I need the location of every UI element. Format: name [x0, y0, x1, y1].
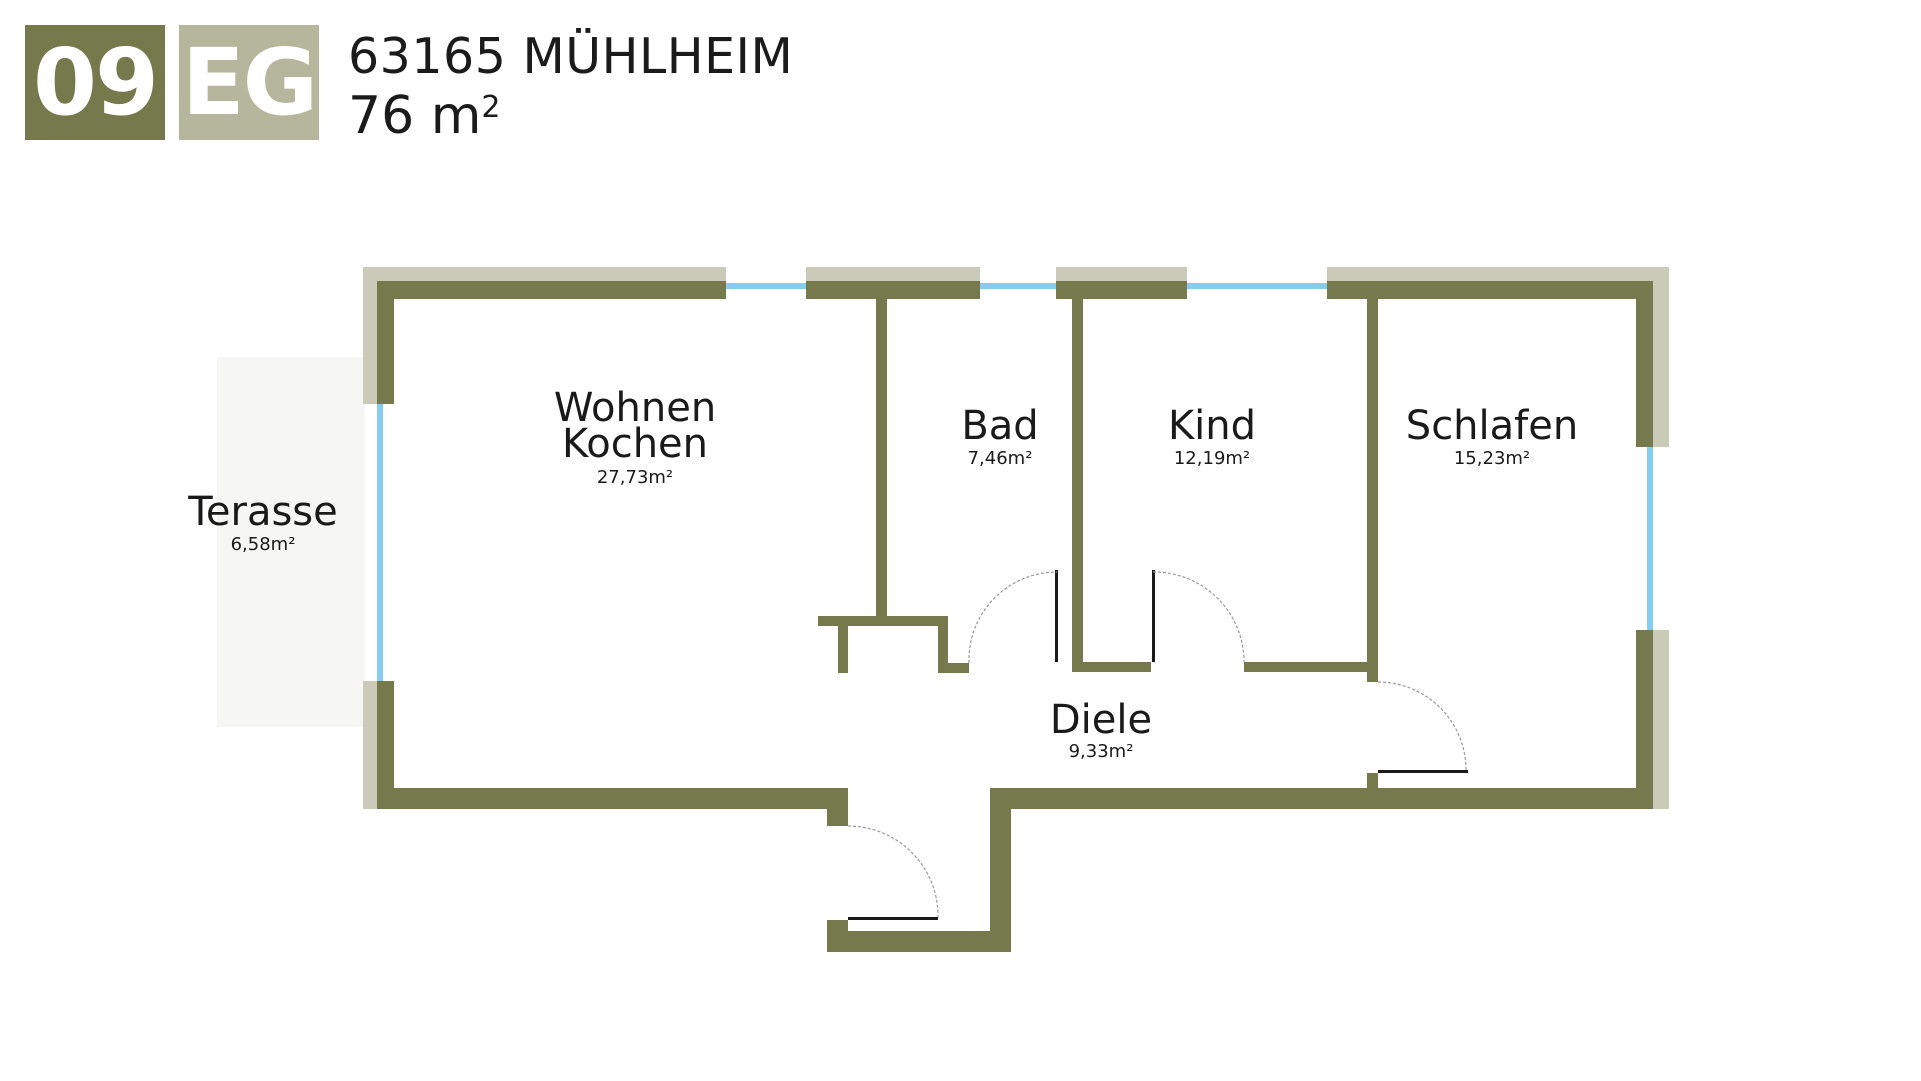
apartment-area-unit: 2	[481, 90, 501, 125]
windows	[377, 283, 1653, 681]
facade-bands	[363, 267, 1669, 809]
room-name-bad: Bad	[961, 403, 1038, 449]
terrace-area	[217, 357, 365, 727]
wall-entry-jamb-bottom	[827, 920, 848, 952]
room-area-diele: 9,33m²	[1069, 741, 1134, 762]
room-name-kind: Kind	[1168, 403, 1256, 449]
door-leaf-schlafen	[1378, 770, 1468, 773]
facade-left-top	[363, 267, 377, 404]
wall-right-top	[1636, 281, 1653, 447]
floor-badge: EG	[179, 25, 319, 140]
wall-niche-top	[818, 616, 948, 626]
window-right	[1647, 447, 1653, 630]
wall-top-3	[1056, 281, 1187, 299]
room-area-schlafen: 15,23m²	[1454, 448, 1530, 469]
wall-niche-left	[838, 626, 848, 673]
wall-top-1	[377, 281, 726, 299]
wall-bottom-left	[377, 788, 848, 809]
door-swing-schlafen	[1377, 681, 1467, 771]
wall-kind-bottom-right	[1244, 662, 1367, 672]
wall-bottom-right	[990, 788, 1653, 809]
facade-right-bottom	[1653, 630, 1669, 809]
apartment-area: 76 m2	[348, 86, 500, 146]
room-name-schlafen: Schlafen	[1406, 403, 1578, 449]
wall-wohnen-bad	[876, 299, 887, 622]
door-swings	[847, 571, 1467, 918]
window-top-2	[980, 283, 1056, 289]
door-leaf-entry	[848, 917, 938, 920]
facade-top-3	[1056, 267, 1187, 281]
room-name-diele: Diele	[1050, 697, 1152, 743]
facade-top-4	[1327, 267, 1669, 281]
door-swing-entry	[847, 825, 939, 918]
wall-right-bottom	[1636, 630, 1653, 809]
wall-kind-bottom-left	[1072, 662, 1151, 672]
door-swing-bad	[968, 571, 1058, 664]
facade-left-bottom	[363, 681, 377, 809]
wall-left-top	[377, 281, 394, 404]
room-name-wohnen-2: Kochen	[562, 421, 708, 467]
door-leaves	[848, 570, 1468, 920]
wall-entry-right	[990, 788, 1011, 952]
wall-top-2	[806, 281, 980, 299]
room-area-kind: 12,19m²	[1174, 448, 1250, 469]
door-swing-kind	[1152, 571, 1245, 663]
facade-right-top	[1653, 267, 1669, 447]
wall-schlafen-door-stub	[1367, 773, 1378, 788]
wall-kind-schlafen	[1367, 299, 1378, 682]
wall-niche-right	[938, 626, 948, 663]
window-top-1	[726, 283, 806, 289]
wall-bad-kind	[1072, 299, 1083, 666]
facade-top-2	[806, 267, 980, 281]
room-area-terasse: 6,58m²	[231, 534, 296, 555]
room-area-bad: 7,46m²	[968, 448, 1033, 469]
unit-number-badge: 09	[25, 25, 165, 140]
wall-entry-bottom	[827, 931, 1011, 952]
door-leaf-bad	[1055, 570, 1058, 662]
address-title: 63165 MÜHLHEIM	[348, 28, 794, 85]
window-left	[377, 404, 383, 681]
wall-entry-jamb-left	[827, 788, 848, 826]
wall-top-4	[1327, 281, 1653, 299]
facade-top-1	[363, 267, 726, 281]
room-area-wohnen: 27,73m²	[597, 467, 673, 488]
wall-bad-bottom-stub	[938, 663, 969, 673]
window-top-3	[1187, 283, 1327, 289]
apartment-area-value: 76 m	[348, 86, 482, 146]
room-labels: Wohnen Kochen 27,73m² Bad 7,46m² Kind 12…	[187, 385, 1578, 762]
walls	[377, 281, 1653, 952]
room-name-wohnen-1: Wohnen	[554, 385, 716, 431]
door-leaf-kind	[1152, 570, 1155, 662]
room-name-terasse: Terasse	[187, 489, 338, 535]
wall-left-bottom	[377, 681, 394, 809]
